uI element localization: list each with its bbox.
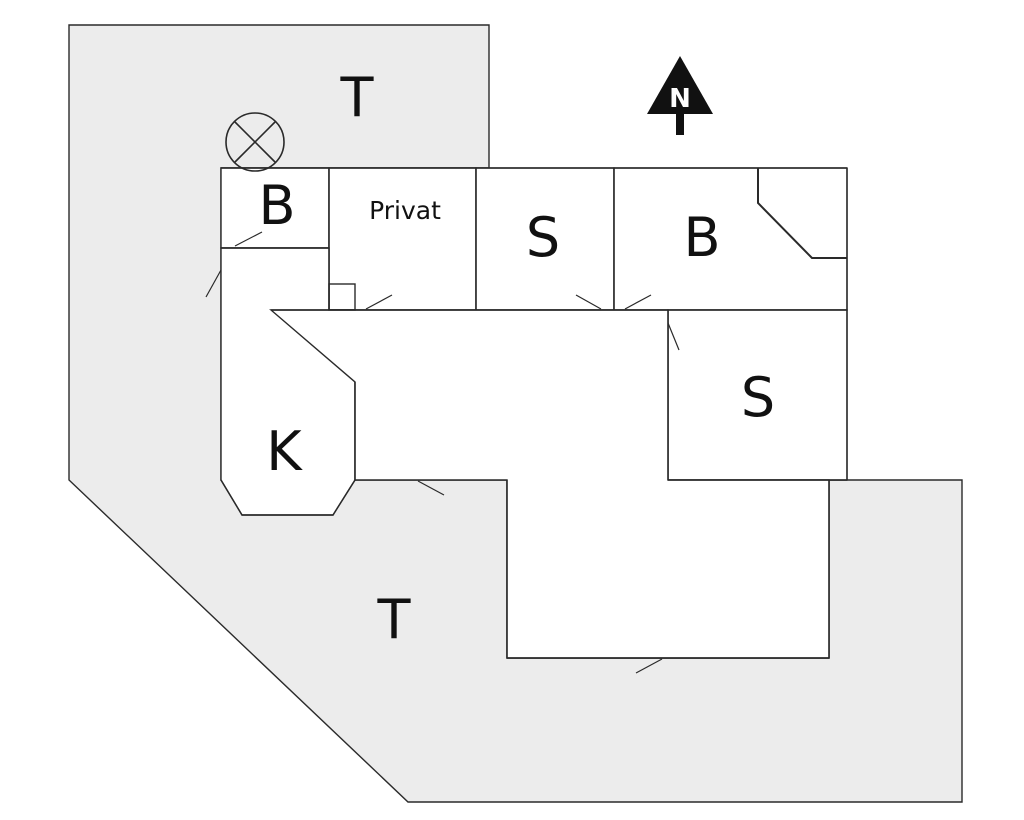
label-terrace-south: T [377,588,412,651]
private-room [328,167,477,311]
bath-east-room [613,167,848,311]
label-bedroom-east: S [741,366,775,429]
label-kitchen: K [266,420,303,483]
label-terrace-north: T [340,66,375,129]
door-markers [205,231,680,674]
label-bath-east: B [683,206,720,269]
label-private-room: Privat [369,196,441,225]
north-arrow-icon: N [647,56,713,135]
shaft-box [328,283,356,311]
label-bedroom-center: S [526,206,560,269]
walls [220,167,848,659]
outdoor-lamp-icon [225,112,285,172]
shower-outline [757,168,847,259]
north-letter: N [669,84,691,114]
label-bath-west: B [258,174,295,237]
bedroom-center-room [475,167,615,311]
